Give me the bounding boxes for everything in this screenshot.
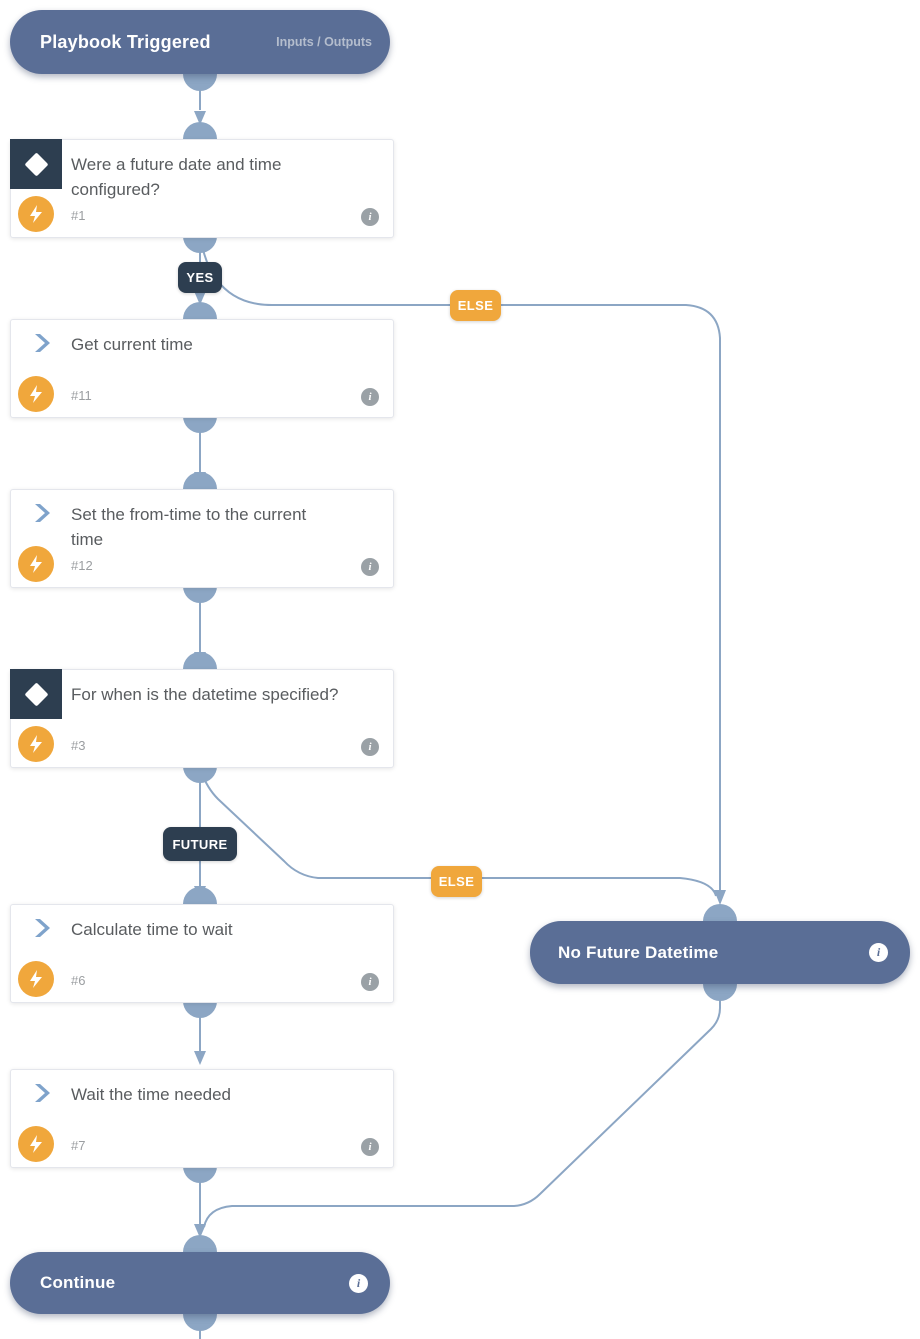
info-icon[interactable]: i: [361, 388, 379, 406]
lightning-icon: [18, 376, 54, 412]
lightning-icon: [18, 1126, 54, 1162]
info-icon[interactable]: i: [361, 1138, 379, 1156]
edge-label-else-2: ELSE: [431, 866, 482, 897]
task-id: #6: [71, 973, 86, 988]
info-icon[interactable]: i: [361, 208, 379, 226]
lightning-icon: [18, 546, 54, 582]
task-id: #7: [71, 1138, 86, 1153]
end-node-title: Continue: [40, 1273, 116, 1292]
task-title: Get current time: [71, 335, 193, 354]
edge-label-future: FUTURE: [163, 827, 237, 861]
task-card-6[interactable]: Calculate time to wait #6 i: [10, 904, 394, 1003]
start-node-title: Playbook Triggered: [40, 31, 211, 52]
task-title: Set the from-time to the current time: [71, 505, 307, 549]
task-card-12[interactable]: Set the from-time to the current time #1…: [10, 489, 394, 588]
condition-diamond-icon: [10, 669, 62, 719]
condition-diamond-icon: [10, 139, 62, 189]
chevron-right-icon: [29, 333, 51, 358]
start-node[interactable]: Playbook Triggered Inputs / Outputs: [10, 10, 390, 74]
info-icon[interactable]: i: [361, 558, 379, 576]
task-id: #1: [71, 208, 86, 223]
task-card-11[interactable]: Get current time #11 i: [10, 319, 394, 418]
lightning-icon: [18, 196, 54, 232]
task-card-1[interactable]: Were a future date and time configured? …: [10, 139, 394, 238]
chevron-right-icon: [29, 1083, 51, 1108]
task-card-3[interactable]: For when is the datetime specified? #3 i: [10, 669, 394, 768]
info-icon[interactable]: i: [361, 738, 379, 756]
edge-label-else-1: ELSE: [450, 290, 501, 321]
task-card-7[interactable]: Wait the time needed #7 i: [10, 1069, 394, 1168]
end-node-no-future-datetime[interactable]: No Future Datetime i: [530, 921, 910, 984]
info-icon[interactable]: i: [349, 1273, 368, 1293]
edge-label-yes: YES: [178, 262, 222, 293]
task-title: For when is the datetime specified?: [71, 685, 339, 704]
end-node-continue[interactable]: Continue i: [10, 1252, 390, 1314]
task-id: #3: [71, 738, 86, 753]
info-icon[interactable]: i: [869, 943, 888, 962]
chevron-right-icon: [29, 918, 51, 943]
end-node-title: No Future Datetime: [558, 942, 719, 962]
task-id: #12: [71, 558, 93, 573]
task-id: #11: [71, 388, 92, 403]
info-icon[interactable]: i: [361, 973, 379, 991]
task-title: Were a future date and time configured?: [71, 155, 282, 199]
task-title: Calculate time to wait: [71, 920, 233, 939]
inputs-outputs-link[interactable]: Inputs / Outputs: [276, 35, 372, 49]
task-title: Wait the time needed: [71, 1085, 232, 1104]
lightning-icon: [18, 961, 54, 997]
chevron-right-icon: [29, 503, 51, 528]
lightning-icon: [18, 726, 54, 762]
